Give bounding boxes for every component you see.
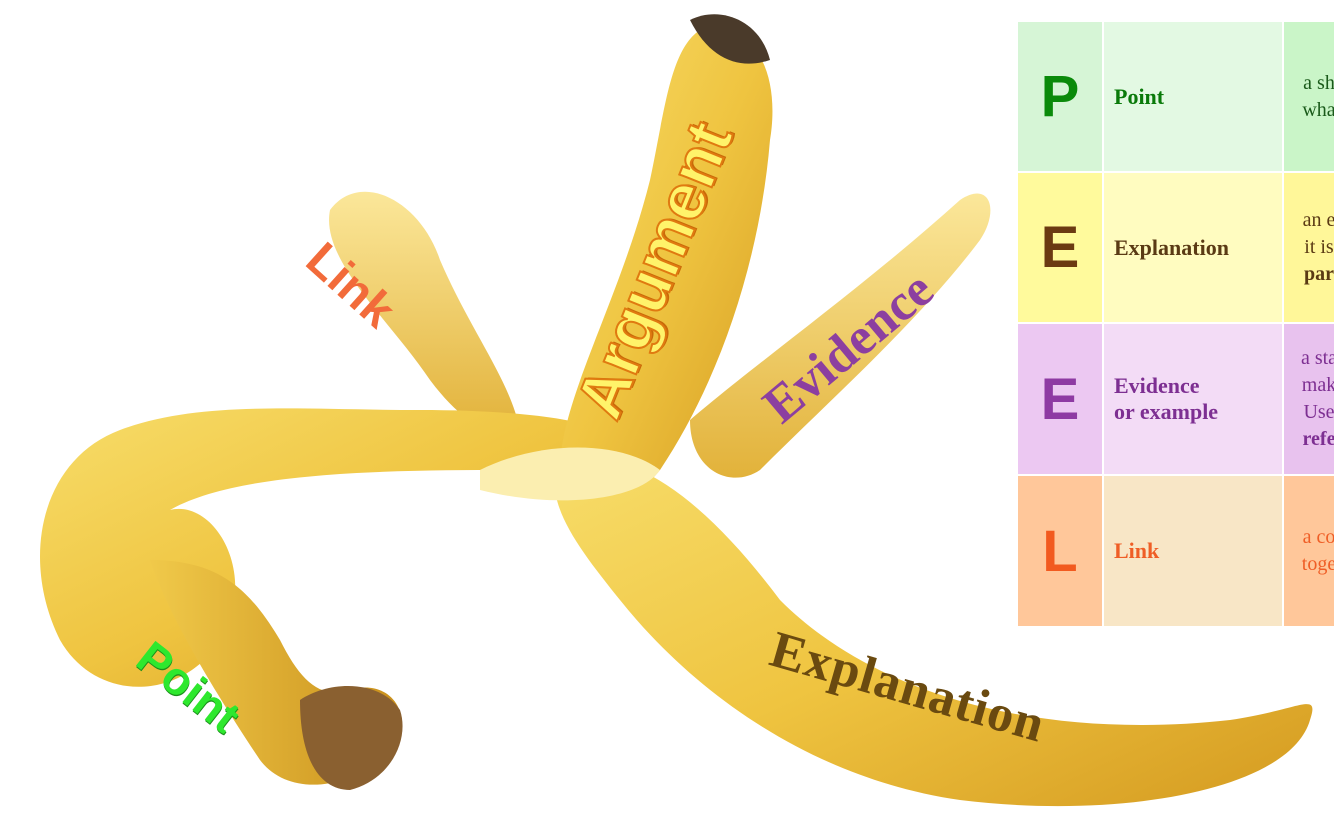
table-description-line: a sta bbox=[1300, 347, 1334, 369]
table-description: a co toge bbox=[1284, 476, 1334, 628]
table-description: an e it is par bbox=[1284, 173, 1334, 324]
table-term: Explanation bbox=[1104, 173, 1284, 324]
peel-flap-link bbox=[329, 191, 520, 433]
table-description-line: par bbox=[1304, 263, 1334, 285]
banana-tip bbox=[690, 14, 770, 64]
table-description-line: toge bbox=[1301, 553, 1334, 575]
peel-flap-explanation bbox=[554, 456, 1313, 807]
peel-flap-evidence bbox=[690, 193, 991, 478]
peel-flap-argument bbox=[560, 28, 773, 508]
table-description-line: Use bbox=[1303, 401, 1334, 423]
peel-center bbox=[480, 447, 660, 501]
table-description-line: it is bbox=[1304, 236, 1334, 258]
table-term-line: Link bbox=[1114, 538, 1160, 563]
author-handle: @RajeevGM bbox=[398, 542, 526, 568]
table-letter: E bbox=[1018, 173, 1104, 324]
table-description: a sh wha bbox=[1284, 22, 1334, 173]
table-description-line: wha bbox=[1302, 98, 1334, 121]
table-term: Link bbox=[1104, 476, 1284, 628]
table-description-line: a sh bbox=[1303, 71, 1334, 94]
table-description-line: refe bbox=[1302, 428, 1334, 450]
table-letter: E bbox=[1018, 324, 1104, 476]
table-description-line: an e bbox=[1302, 209, 1334, 231]
table-term-line: Point bbox=[1114, 83, 1165, 109]
table-letter: L bbox=[1018, 476, 1104, 628]
table-description-line: a co bbox=[1302, 526, 1334, 548]
peel-flap-point bbox=[40, 408, 620, 687]
table-term-line: Evidence bbox=[1114, 373, 1200, 398]
table-description-line: mak bbox=[1301, 374, 1334, 396]
table-term-line: or example bbox=[1114, 399, 1219, 424]
table-term-line: Explanation bbox=[1114, 234, 1229, 260]
table-letter: P bbox=[1018, 22, 1104, 173]
table-term: Point bbox=[1104, 22, 1284, 173]
stem-end bbox=[300, 686, 403, 790]
